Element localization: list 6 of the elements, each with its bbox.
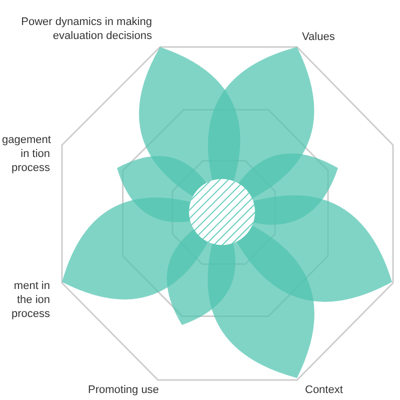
axis-label: Context — [305, 383, 343, 397]
axis-label: gagement in tion process — [2, 133, 50, 175]
axis-label: Promoting use — [88, 383, 159, 397]
axis-label: ment in the ion process — [10, 279, 50, 321]
axis-label: Power dynamics in making evaluation decisions — [20, 15, 152, 43]
axis-label: Values — [302, 30, 335, 44]
